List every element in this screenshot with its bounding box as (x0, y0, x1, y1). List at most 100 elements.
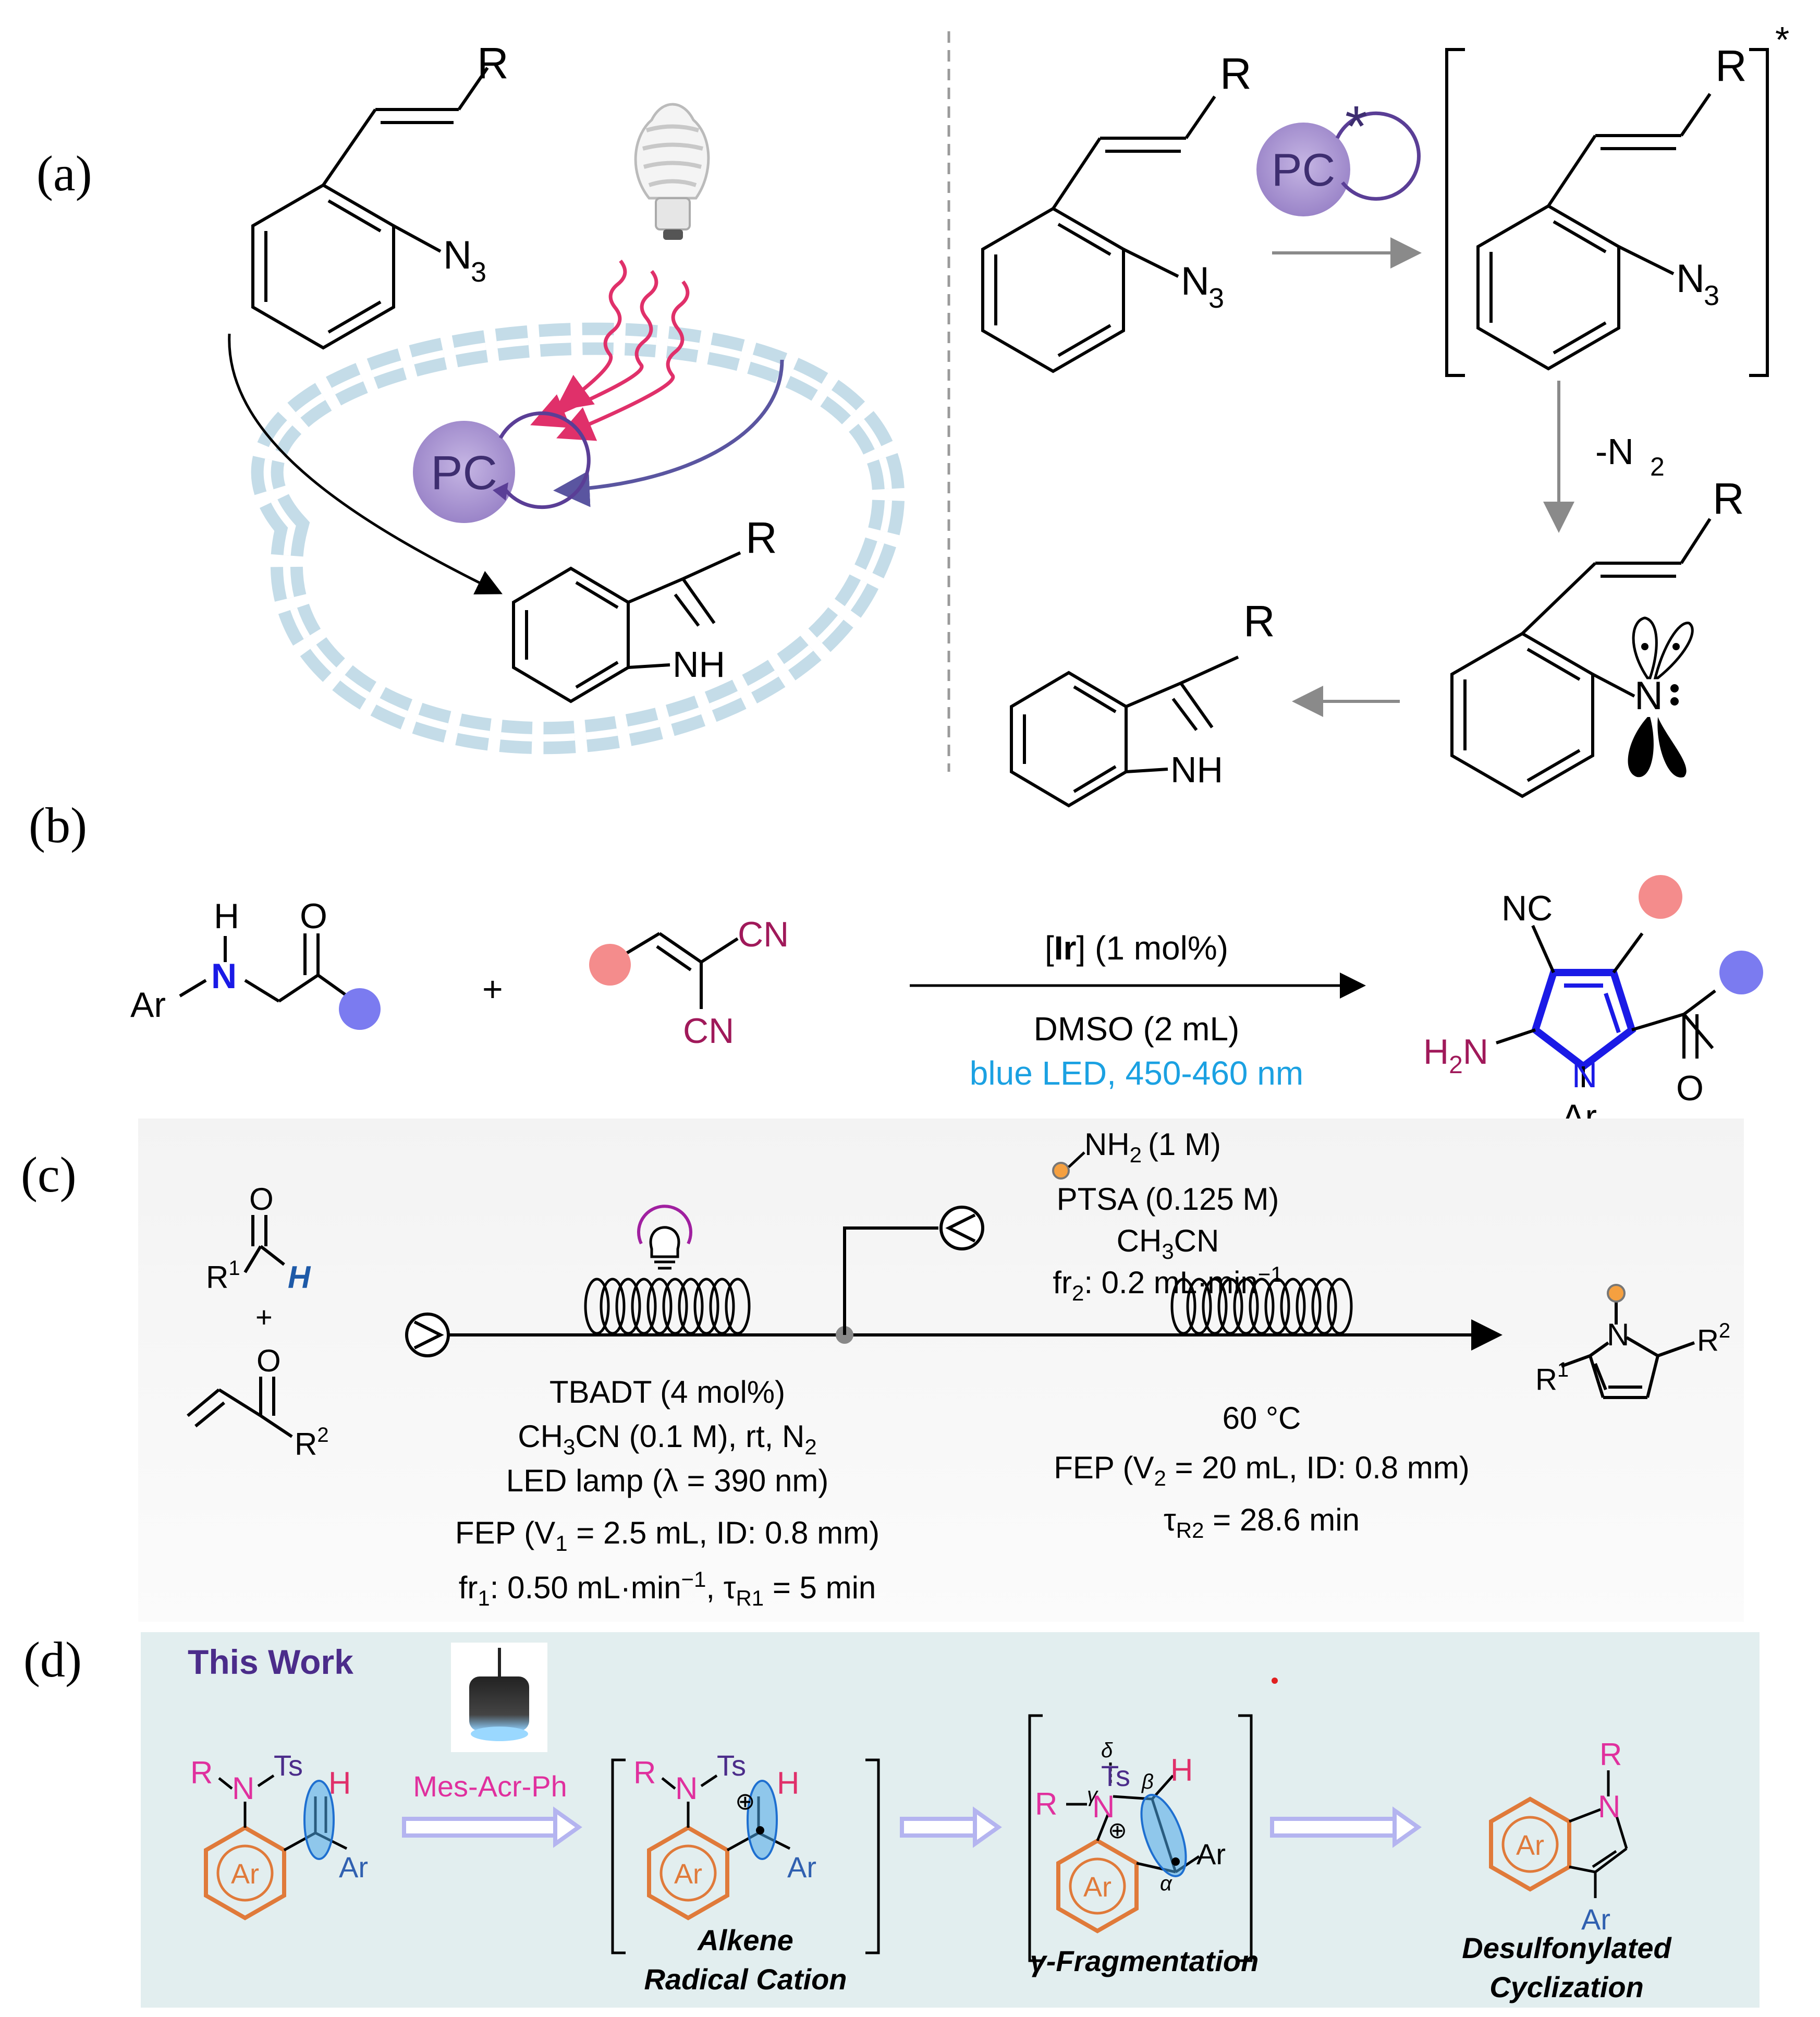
amine-dot (1052, 1162, 1070, 1180)
indole-r: R (746, 513, 777, 562)
fr2-sub: 2 (1072, 1281, 1084, 1305)
indole-right-r: R (1243, 597, 1275, 646)
catalyst-loading: (1 mol%) (1085, 929, 1228, 967)
product-blue-dot (1719, 951, 1763, 994)
aldehyde-o: O (249, 1182, 274, 1217)
rc-ar: Ar (787, 1851, 816, 1884)
product-c-r1: R1 (1535, 1358, 1569, 1396)
reactant-ar: Ar (339, 1851, 368, 1884)
product-c-r2: R2 (1697, 1319, 1730, 1357)
rc-ar-ring: Ar (674, 1858, 702, 1890)
loss-label: -N (1595, 431, 1634, 472)
red-speck (1272, 1678, 1278, 1684)
arrow-3 (1270, 1806, 1422, 1848)
arrow-2 (900, 1806, 1002, 1848)
step1-line-5: fr1​: 0.50 mL·min−1​, τR1​ = 5 min (459, 1567, 876, 1610)
step1-line-2: CH3​CN (0.1 M), rt, N2​ (518, 1419, 816, 1459)
substrate-azide-sub: 3 (1208, 283, 1224, 314)
product-c-r2-r: R (1697, 1323, 1719, 1357)
coil-reactor-2 (1170, 1278, 1353, 1335)
amine-n: N (211, 956, 237, 996)
frag-plus: ⊕ (1108, 1818, 1127, 1843)
panel-b: (b) H N Ar O + CN CN [Ir] (1 m (29, 797, 1763, 1137)
excited-photocatalyst: PC * (1256, 94, 1421, 216)
azidostyrene-left (251, 67, 489, 350)
enone-o: O (256, 1343, 281, 1378)
aldehyde-r1-r: R (206, 1260, 228, 1295)
final-r: R (1599, 1737, 1622, 1772)
fr2-label: fr (1053, 1265, 1072, 1300)
solvent-line: DMSO (2 mL) (1034, 1010, 1240, 1048)
label-gamma: γ (1087, 1783, 1098, 1806)
pyrrole-c (1560, 1301, 1695, 1399)
aldehyde (243, 1215, 285, 1273)
frag-n: N (1092, 1789, 1115, 1824)
amine-nh: NH (1084, 1127, 1130, 1162)
indole-right (1010, 655, 1239, 808)
conversion-arrow (228, 333, 503, 594)
product-c-dot (1607, 1284, 1626, 1303)
cn-bottom: CN (683, 1011, 734, 1051)
amino-ketone (179, 933, 356, 1003)
solvent2-sub: 3 (1162, 1239, 1174, 1263)
panel-a: (a) R N 3 (36, 19, 1789, 808)
lamp-icon (637, 1205, 692, 1270)
frag-ar: Ar (1196, 1838, 1226, 1870)
nitrene-r: R (1713, 474, 1744, 523)
final-indole (1489, 1770, 1628, 1898)
reactant-ar-ring: Ar (231, 1858, 259, 1890)
cn-top: CN (738, 915, 789, 954)
catalyst-ir: Ir (1054, 929, 1077, 967)
reactant-h: H (328, 1766, 351, 1801)
rc-ts: Ts (717, 1749, 746, 1782)
enone-r2-r: R (295, 1427, 317, 1462)
rc-h: H (777, 1766, 799, 1801)
excited-star: * (1345, 94, 1367, 159)
panel-c-background (138, 1119, 1744, 1622)
nitrene-intermediate (1450, 518, 1712, 798)
product-c-n: N (1607, 1317, 1629, 1352)
nitrene-n: N (1634, 674, 1663, 718)
frag-ar-ring: Ar (1083, 1872, 1111, 1903)
fr2-value: : 0.2 mL·min (1084, 1265, 1257, 1300)
step1-line-1: TBADT (4 mol%) (549, 1375, 785, 1410)
product-c-r1-r: R (1535, 1363, 1557, 1396)
final-ar-ring: Ar (1516, 1830, 1544, 1861)
intermediate-azide-sub: 3 (1704, 280, 1719, 311)
photocatalyst: PC (413, 411, 591, 523)
product-c-r2-sup: 2 (1719, 1319, 1730, 1342)
caption-1-line-2: Radical Cation (644, 1963, 847, 1996)
azide-n: N (443, 233, 472, 277)
panel-a-label: (a) (36, 145, 92, 201)
fr2-line: fr2: 0.2 mL·min−1 (1053, 1262, 1282, 1305)
excited-pc-label: PC (1272, 144, 1335, 196)
product-h2n-n: N (1463, 1032, 1488, 1072)
reactant-ts: Ts (274, 1749, 303, 1782)
amine-conc: (1 M) (1148, 1127, 1221, 1162)
catalyst-line: [Ir] (1 mol%) (1045, 929, 1228, 967)
product-o: O (1676, 1068, 1704, 1108)
panel-c-label: (c) (21, 1147, 77, 1202)
amine-sub: 2 (1130, 1143, 1142, 1167)
azide-subscript: 3 (471, 257, 486, 288)
reactant-d (204, 1774, 348, 1921)
light-rays (530, 259, 690, 441)
rc-plus: ⊕ (735, 1788, 755, 1815)
aldehyde-h: H (288, 1260, 311, 1295)
frag-h: H (1170, 1753, 1193, 1788)
panel-c: (c) O R1 H + O R2 (21, 1119, 1744, 1622)
bracket-star: * (1775, 19, 1789, 60)
step2-conditions: 60 °C FEP (V2​ = 20 mL, ID: 0.8 mm) τR2​… (1054, 1401, 1469, 1542)
reagent-label: Mes-Acr-Ph (413, 1770, 567, 1803)
substrate-r: R (1220, 49, 1252, 98)
label-beta: β (1141, 1770, 1154, 1793)
final-n: N (1598, 1789, 1620, 1824)
indole-right-nh: NH (1170, 749, 1223, 790)
arrow-1 (402, 1806, 582, 1848)
light-line: blue LED, 450-460 nm (970, 1054, 1303, 1092)
rc-r: R (633, 1755, 656, 1790)
r-label: R (477, 39, 509, 88)
indole-left (512, 551, 741, 703)
step2-line-2: FEP (V2​ = 20 mL, ID: 0.8 mm) (1054, 1450, 1469, 1490)
blue-substituent-dot (339, 988, 381, 1030)
